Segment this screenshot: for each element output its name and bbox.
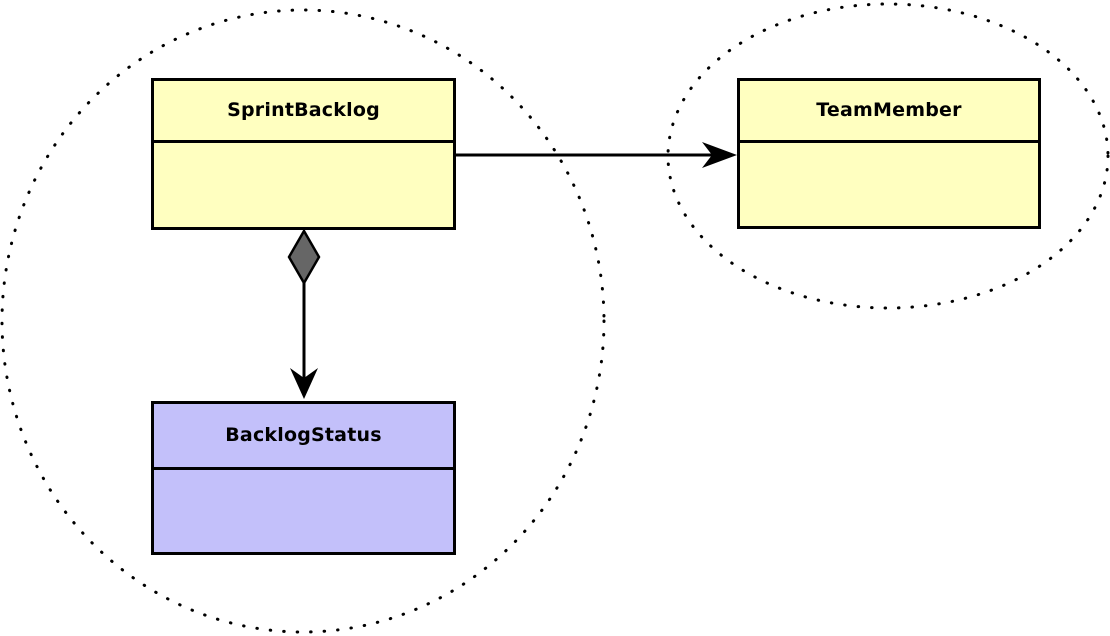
filled-diamond-icon xyxy=(287,228,321,286)
group-ellipse-left[interactable] xyxy=(0,8,606,634)
class-members-compartment xyxy=(740,143,1038,226)
composition-line-sprintbacklog-backlogstatus[interactable] xyxy=(287,228,321,399)
class-name-label: TeamMember xyxy=(816,99,962,121)
uml-class-team-member[interactable]: TeamMember xyxy=(737,78,1041,229)
association-line-sprintbacklog-teammember[interactable] xyxy=(455,142,737,168)
class-name-label: SprintBacklog xyxy=(227,99,380,121)
class-name-row: BacklogStatus xyxy=(154,404,453,470)
class-name-row: SprintBacklog xyxy=(154,81,453,143)
group-ellipse-right[interactable] xyxy=(666,2,1110,310)
uml-class-backlog-status[interactable]: BacklogStatus xyxy=(151,401,456,555)
filled-arrowhead-icon xyxy=(290,368,318,399)
class-name-row: TeamMember xyxy=(740,81,1038,143)
open-arrowhead-icon xyxy=(702,142,737,168)
class-members-compartment xyxy=(154,470,453,552)
uml-class-sprint-backlog[interactable]: SprintBacklog xyxy=(151,78,456,230)
class-members-compartment xyxy=(154,143,453,227)
class-name-label: BacklogStatus xyxy=(225,424,382,446)
